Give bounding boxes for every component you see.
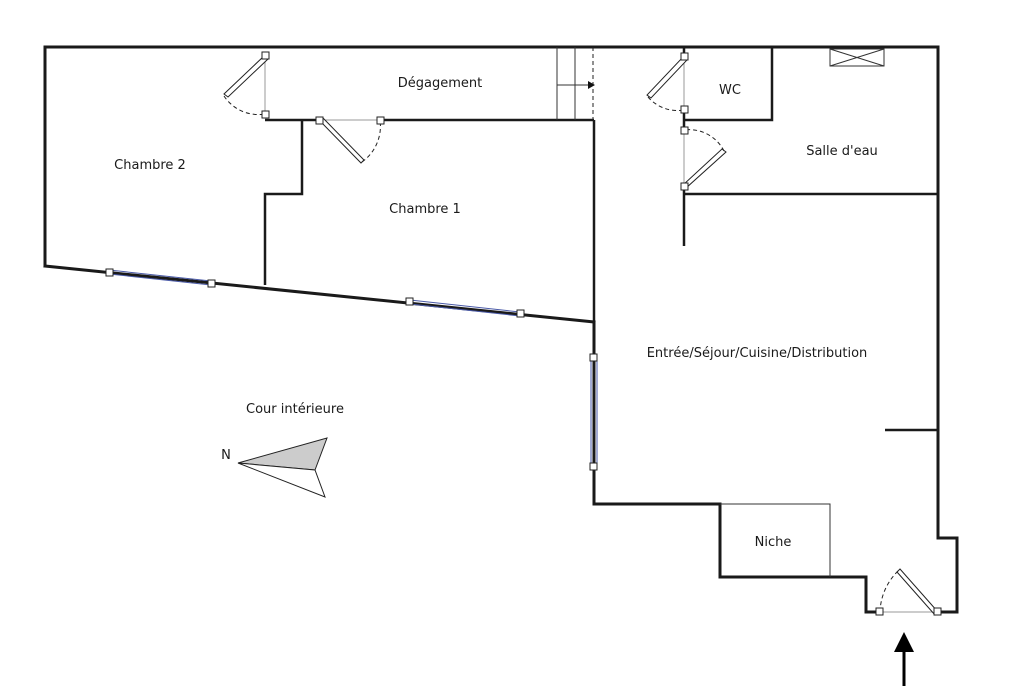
room-label-chambre2: Chambre 2 (114, 158, 186, 173)
room-label-sejour: Entrée/Séjour/Cuisine/Distribution (647, 346, 868, 361)
window-chambre2 (105, 268, 216, 288)
door-chambre2 (223, 51, 270, 119)
window-chambre1 (405, 297, 525, 318)
doors (223, 51, 942, 616)
room-label-niche: Niche (755, 535, 792, 550)
niche-outline (720, 503, 831, 577)
door-wc (646, 52, 689, 114)
entrance-arrow-icon (894, 632, 914, 686)
exterior-walls (43, 45, 959, 614)
room-label-chambre1: Chambre 1 (389, 202, 461, 217)
door-chambre1 (315, 116, 385, 164)
compass-north-label: N (221, 448, 231, 463)
door-entree (875, 568, 942, 616)
windows (105, 268, 598, 471)
window-sejour (589, 353, 598, 471)
door-salle-deau (680, 126, 727, 191)
stair-detail (556, 47, 595, 120)
room-label-salle-deau: Salle d'eau (806, 144, 878, 159)
room-label-degagement: Dégagement (398, 76, 482, 91)
room-label-cour: Cour intérieure (246, 402, 344, 417)
room-labels: Chambre 2 Dégagement Chambre 1 WC Salle … (114, 76, 878, 550)
compass-icon: N (221, 437, 328, 498)
vent-icon (829, 48, 885, 67)
stair-arrow-icon (588, 81, 595, 89)
room-label-wc: WC (719, 83, 741, 98)
interior-walls (263, 47, 938, 432)
